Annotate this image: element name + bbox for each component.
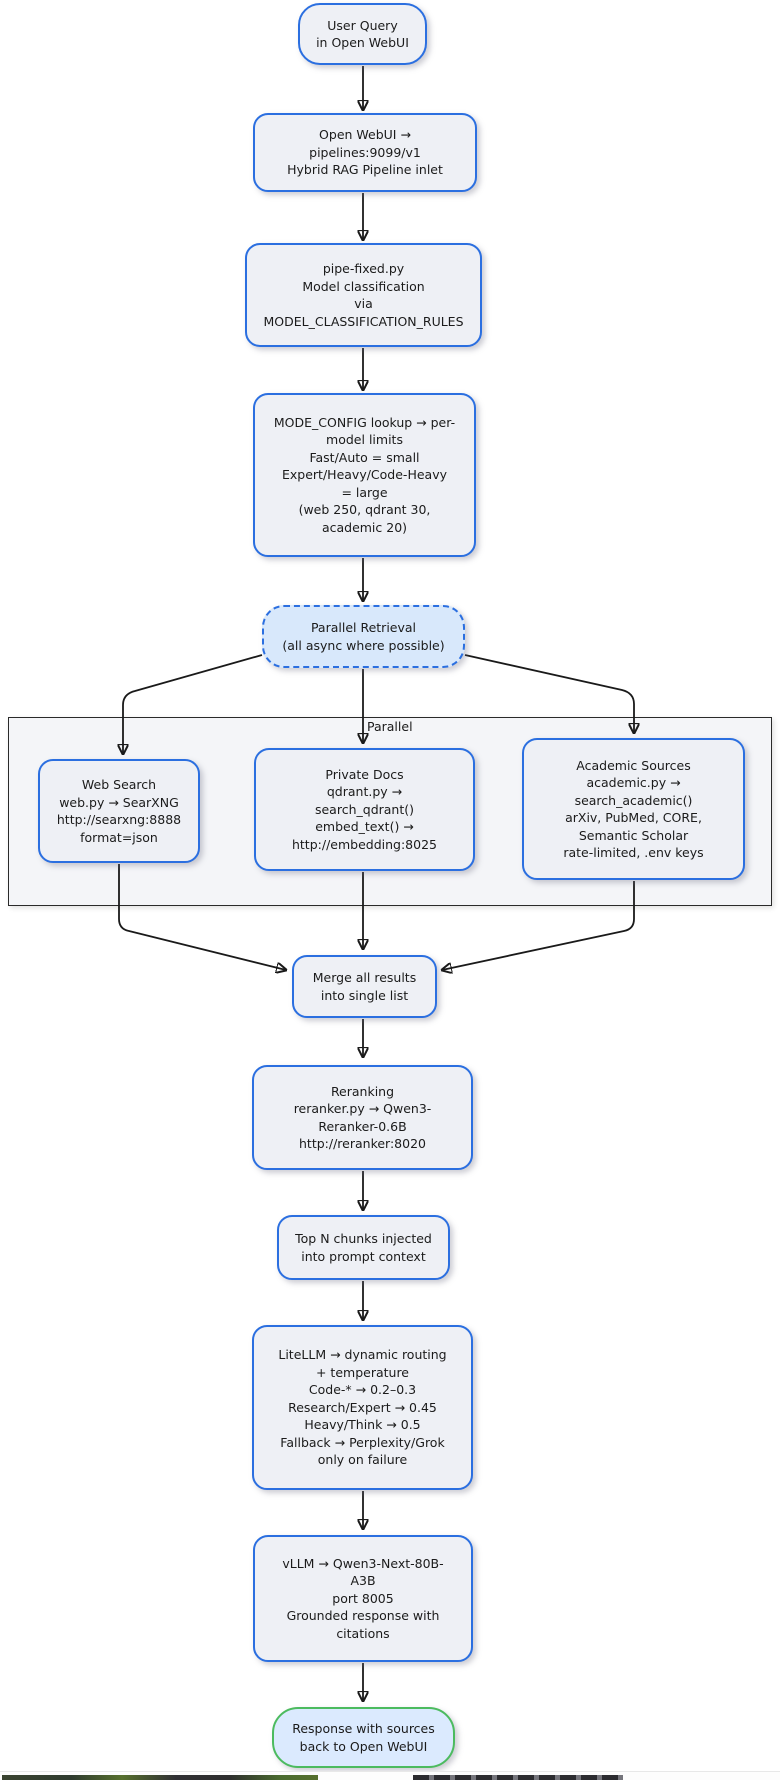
node-line: academic.py → bbox=[586, 775, 681, 790]
node-vllm: vLLM → Qwen3-Next-80B- A3B port 8005 Gro… bbox=[253, 1535, 473, 1662]
cropped-text-fragment bbox=[2, 1775, 318, 1780]
node-line: + temperature bbox=[315, 1364, 410, 1380]
node-line: arXiv, PubMed, CORE, bbox=[565, 810, 702, 825]
node-line: Open WebUI → bbox=[319, 127, 411, 143]
node-web-search: Web Search web.py → SearXNG http://searx… bbox=[38, 759, 200, 863]
node-private-docs: Private Docs qdrant.py → search_qdrant()… bbox=[254, 748, 475, 871]
node-line: via bbox=[354, 296, 373, 311]
node-line: Academic Sources bbox=[576, 757, 691, 773]
node-line: = large bbox=[341, 484, 388, 500]
node-line: (web 250, qdrant 30, bbox=[298, 502, 431, 518]
node-line: Code-* → 0.2–0.3 bbox=[308, 1382, 417, 1398]
node-line: Grounded response with bbox=[286, 1608, 440, 1624]
node-line: Model classification bbox=[302, 278, 425, 294]
node-line: web.py → SearXNG bbox=[59, 794, 179, 810]
node-line: pipe-fixed.py bbox=[322, 261, 405, 276]
node-line: Reranking bbox=[330, 1083, 395, 1099]
node-line: A3B bbox=[350, 1573, 376, 1589]
node-line: into prompt context bbox=[301, 1248, 426, 1264]
subgraph-parallel-label: Parallel bbox=[367, 719, 413, 734]
node-line: Expert/Heavy/Code-Heavy bbox=[282, 467, 447, 483]
node-line: search_qdrant() bbox=[314, 801, 415, 817]
node-line: http://reranker:8020 bbox=[299, 1136, 426, 1151]
node-line: Fast/Auto = small bbox=[309, 449, 420, 465]
node-response: Response with sources back to Open WebUI bbox=[272, 1707, 455, 1768]
node-line: http://embedding:8025 bbox=[291, 836, 437, 852]
node-user-query: User Query in Open WebUI bbox=[298, 3, 427, 65]
node-line: Top N chunks injected bbox=[295, 1231, 432, 1246]
node-line: Hybrid RAG Pipeline inlet bbox=[287, 162, 443, 178]
node-line: citations bbox=[336, 1625, 390, 1641]
node-line: embed_text() → bbox=[315, 819, 414, 835]
node-line: Reranker-0.6B bbox=[318, 1118, 407, 1134]
node-line: reranker.py → Qwen3- bbox=[293, 1101, 432, 1116]
node-reranking: Reranking reranker.py → Qwen3- Reranker-… bbox=[252, 1065, 473, 1170]
node-line: Parallel Retrieval bbox=[310, 620, 417, 635]
node-line: into single list bbox=[320, 987, 409, 1003]
cropped-content-strip bbox=[0, 1771, 780, 1780]
node-line: pipelines:9099/v1 bbox=[309, 144, 421, 160]
cropped-text-fragment bbox=[413, 1775, 623, 1780]
node-line: vLLM → Qwen3-Next-80B- bbox=[282, 1555, 444, 1571]
node-merge: Merge all results into single list bbox=[292, 955, 437, 1018]
node-line: Merge all results bbox=[312, 970, 417, 985]
node-line: search_academic() bbox=[574, 792, 693, 808]
node-mode-config: MODE_CONFIG lookup → per- model limits F… bbox=[253, 393, 476, 557]
node-model-classification: pipe-fixed.py Model classification via M… bbox=[245, 243, 482, 347]
node-line: Private Docs bbox=[325, 766, 404, 782]
node-line: qdrant.py → bbox=[326, 784, 403, 800]
node-line: Research/Expert → 0.45 bbox=[288, 1399, 437, 1415]
node-line: MODEL_CLASSIFICATION_RULES bbox=[263, 313, 464, 329]
node-line: rate-limited, .env keys bbox=[563, 845, 704, 860]
node-line: Semantic Scholar bbox=[578, 827, 689, 843]
node-line: User Query bbox=[327, 17, 398, 33]
node-line: in Open WebUI bbox=[316, 35, 409, 50]
node-line: academic 20) bbox=[321, 519, 408, 535]
node-line: MODE_CONFIG lookup → per- bbox=[273, 414, 456, 430]
node-line: only on failure bbox=[317, 1452, 408, 1468]
node-line: http://searxng:8888 bbox=[56, 812, 182, 827]
node-line: Heavy/Think → 0.5 bbox=[304, 1417, 421, 1433]
node-line: Response with sources bbox=[292, 1721, 435, 1736]
node-academic-sources: Academic Sources academic.py → search_ac… bbox=[522, 738, 745, 880]
node-line: back to Open WebUI bbox=[299, 1738, 428, 1754]
node-litellm-routing: LiteLLM → dynamic routing + temperature … bbox=[252, 1325, 473, 1490]
node-line: (all async where possible) bbox=[282, 637, 445, 653]
node-parallel-retrieval: Parallel Retrieval (all async where poss… bbox=[262, 605, 465, 668]
node-pipeline-inlet: Open WebUI → pipelines:9099/v1 Hybrid RA… bbox=[253, 113, 477, 192]
node-line: Web Search bbox=[81, 777, 157, 792]
node-top-n-chunks: Top N chunks injected into prompt contex… bbox=[277, 1215, 450, 1280]
node-line: format=json bbox=[80, 829, 158, 845]
node-line: LiteLLM → dynamic routing bbox=[278, 1347, 447, 1363]
node-line: model limits bbox=[326, 432, 403, 448]
node-line: Fallback → Perplexity/Grok bbox=[280, 1434, 445, 1450]
node-line: port 8005 bbox=[332, 1590, 394, 1606]
